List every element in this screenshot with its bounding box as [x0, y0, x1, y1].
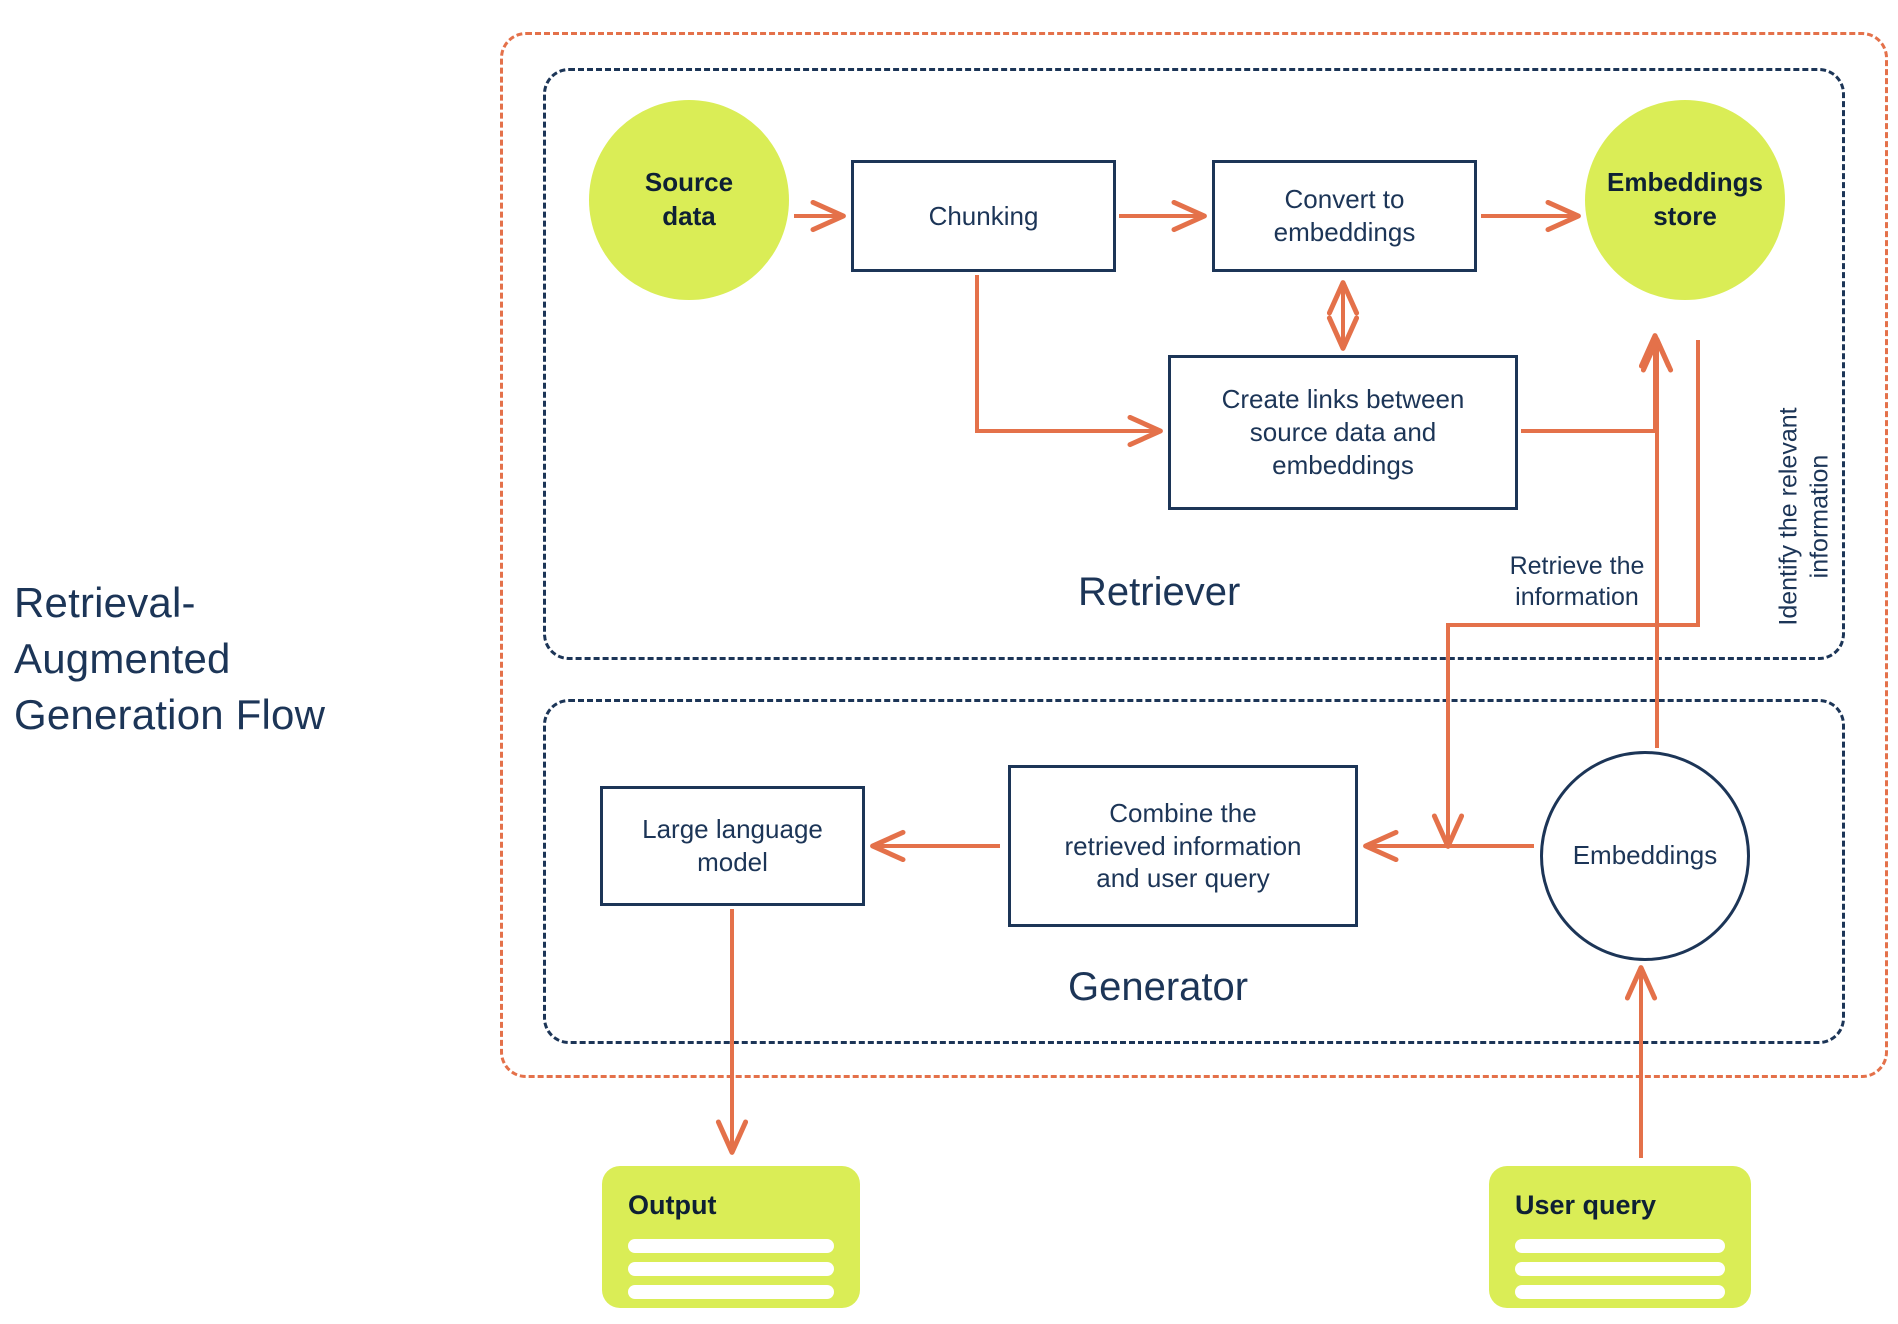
node-combine-label: Combine the retrieved information and us…	[1064, 797, 1302, 894]
doc-line-icon	[1515, 1239, 1725, 1253]
node-source-data[interactable]: Source data	[589, 100, 789, 300]
rag-pipeline-boundary	[500, 32, 1888, 1078]
node-embeddings-store-label: Embeddings store	[1606, 167, 1763, 231]
node-convert-to-embeddings-label: Convert to embeddings	[1273, 184, 1416, 247]
edge-label-identify-the-relevant-information: Identify the relevant information	[1774, 407, 1834, 626]
node-create-links[interactable]: Create links between source data and emb…	[1168, 355, 1518, 510]
card-output[interactable]: Output	[602, 1166, 860, 1308]
node-embeddings[interactable]: Embeddings	[1540, 751, 1750, 961]
card-output-title: Output	[628, 1190, 717, 1220]
node-combine[interactable]: Combine the retrieved information and us…	[1008, 765, 1358, 927]
node-embeddings-label: Embeddings	[1572, 840, 1718, 871]
doc-line-icon	[1515, 1285, 1725, 1299]
page-title: Retrieval- Augmented Generation Flow	[14, 579, 326, 738]
node-source-data-label: Source data	[644, 167, 734, 231]
retriever-zone	[543, 68, 1845, 660]
doc-line-icon	[628, 1285, 834, 1299]
generator-zone	[543, 699, 1845, 1044]
node-embeddings-store[interactable]: Embeddings store	[1585, 100, 1785, 300]
node-large-language-model[interactable]: Large language model	[600, 786, 865, 906]
node-large-language-model-label: Large language model	[642, 814, 823, 877]
edge-label-retrieve-the-information: Retrieve the information	[1509, 552, 1645, 611]
doc-line-icon	[628, 1239, 834, 1253]
doc-line-icon	[1515, 1262, 1725, 1276]
card-user-query[interactable]: User query	[1489, 1166, 1751, 1308]
retriever-zone-label: Retriever	[1078, 570, 1241, 614]
node-chunking-label: Chunking	[928, 200, 1039, 231]
node-create-links-label: Create links between source data and emb…	[1221, 384, 1465, 480]
doc-line-icon	[628, 1262, 834, 1276]
card-user-query-title: User query	[1515, 1190, 1657, 1220]
generator-zone-label: Generator	[1068, 965, 1249, 1009]
node-chunking[interactable]: Chunking	[851, 160, 1116, 272]
node-convert-to-embeddings[interactable]: Convert to embeddings	[1212, 160, 1477, 272]
